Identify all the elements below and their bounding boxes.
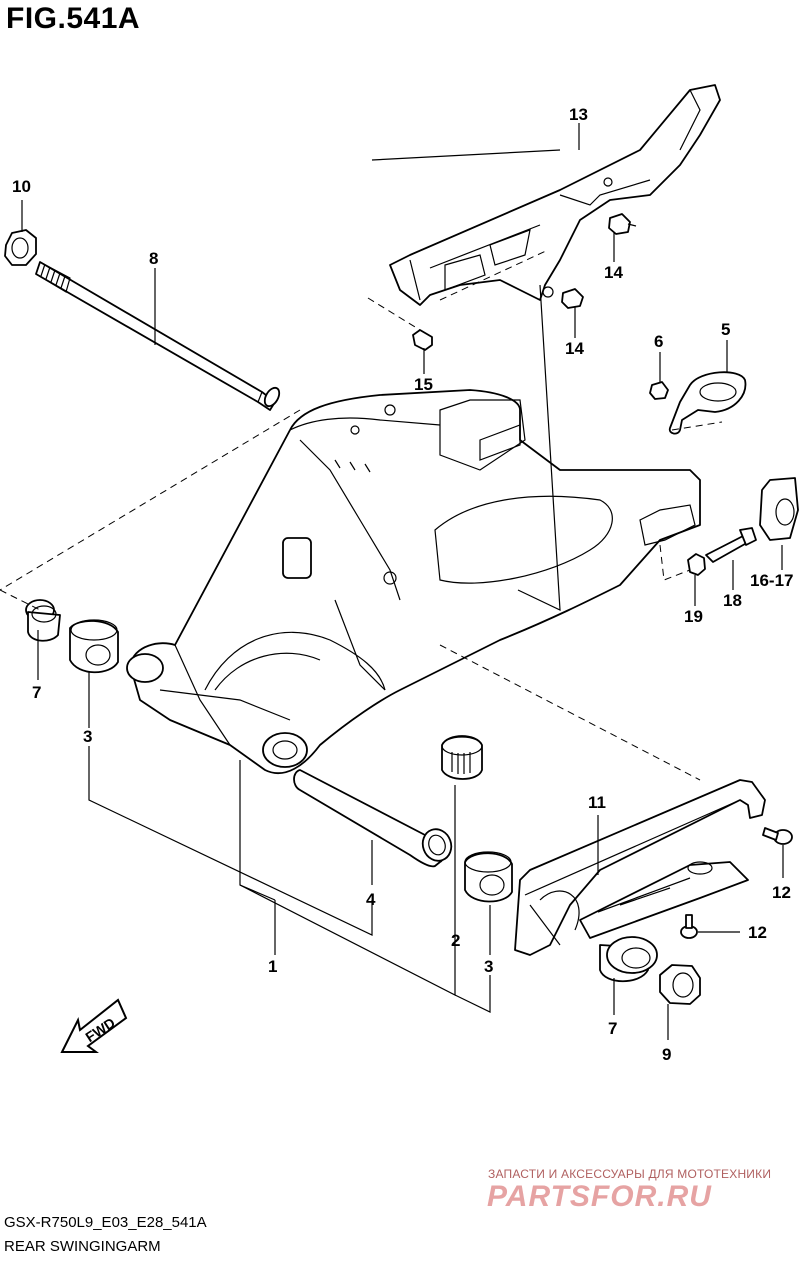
callout-7-left[interactable]: 7 xyxy=(32,683,41,702)
bolt-12-lower[interactable] xyxy=(680,914,698,939)
pivot-nut[interactable] xyxy=(4,229,37,266)
callout-11[interactable]: 11 xyxy=(588,793,606,812)
watermark-logo-text: PARTSFOR.RU xyxy=(487,1180,712,1212)
callout-9[interactable]: 9 xyxy=(662,1045,671,1064)
watermark-tagline: ЗАПАСТИ И АКСЕССУАРЫ ДЛЯ МОТОТЕХНИКИ xyxy=(488,1167,772,1181)
callout-3-right[interactable]: 3 xyxy=(484,957,493,976)
callout-13[interactable]: 13 xyxy=(569,105,588,124)
bearing-3-left[interactable] xyxy=(69,619,119,674)
callout-6[interactable]: 6 xyxy=(654,332,663,351)
callout-14-upper[interactable]: 14 xyxy=(604,263,623,282)
pivot-shaft[interactable] xyxy=(35,261,282,411)
callout-15[interactable]: 15 xyxy=(414,375,433,394)
callout-18[interactable]: 18 xyxy=(723,591,742,610)
chain-slider[interactable] xyxy=(514,779,766,956)
callout-1[interactable]: 1 xyxy=(268,957,277,976)
bolt-14-upper[interactable] xyxy=(608,213,637,235)
bearing-2[interactable] xyxy=(441,735,483,780)
block-16-17[interactable] xyxy=(759,477,799,541)
collar-7-right[interactable] xyxy=(599,936,658,983)
callout-12-lower[interactable]: 12 xyxy=(748,923,767,942)
bolt-14-lower[interactable] xyxy=(561,288,584,309)
callout-3-left[interactable]: 3 xyxy=(83,727,92,746)
callout-8[interactable]: 8 xyxy=(149,249,158,268)
diagram-name: REAR SWINGINGARM xyxy=(4,1238,161,1255)
reference-lines xyxy=(0,149,723,781)
clip-15[interactable] xyxy=(412,329,433,351)
bolt-12-upper[interactable] xyxy=(762,827,793,845)
figure-title: FIG.541A xyxy=(6,2,141,35)
bolt-18[interactable] xyxy=(705,527,757,563)
nut-19[interactable] xyxy=(687,553,706,576)
callout-14-lower[interactable]: 14 xyxy=(565,339,584,358)
callout-4[interactable]: 4 xyxy=(366,890,376,909)
callout-12-upper[interactable]: 12 xyxy=(772,883,791,902)
callout-2[interactable]: 2 xyxy=(451,931,460,950)
model-code: GSX-R750L9_E03_E28_541A xyxy=(4,1214,207,1231)
chain-guard[interactable] xyxy=(389,84,721,306)
bearing-3-right[interactable] xyxy=(464,851,513,903)
hook-5[interactable] xyxy=(668,371,747,435)
leader-lines xyxy=(21,123,784,1040)
bolt-6[interactable] xyxy=(649,381,669,400)
swingarm-body[interactable] xyxy=(126,389,701,775)
fwd-arrow-icon: FWD xyxy=(60,998,128,1053)
nut-9[interactable] xyxy=(659,964,701,1005)
spacer-4[interactable] xyxy=(293,769,456,868)
callout-10[interactable]: 10 xyxy=(12,177,31,196)
callout-16-17[interactable]: 16-17 xyxy=(750,571,793,590)
callout-numbers: 1 2 3 3 4 5 6 7 7 8 9 10 11 12 12 13 14 … xyxy=(12,105,793,1064)
callout-7-right[interactable]: 7 xyxy=(608,1019,617,1038)
callout-19[interactable]: 19 xyxy=(684,607,703,626)
callout-5[interactable]: 5 xyxy=(721,320,730,339)
watermark-logo: PARTSFOR.RU xyxy=(487,1180,712,1212)
collar-7-left[interactable] xyxy=(25,599,61,642)
